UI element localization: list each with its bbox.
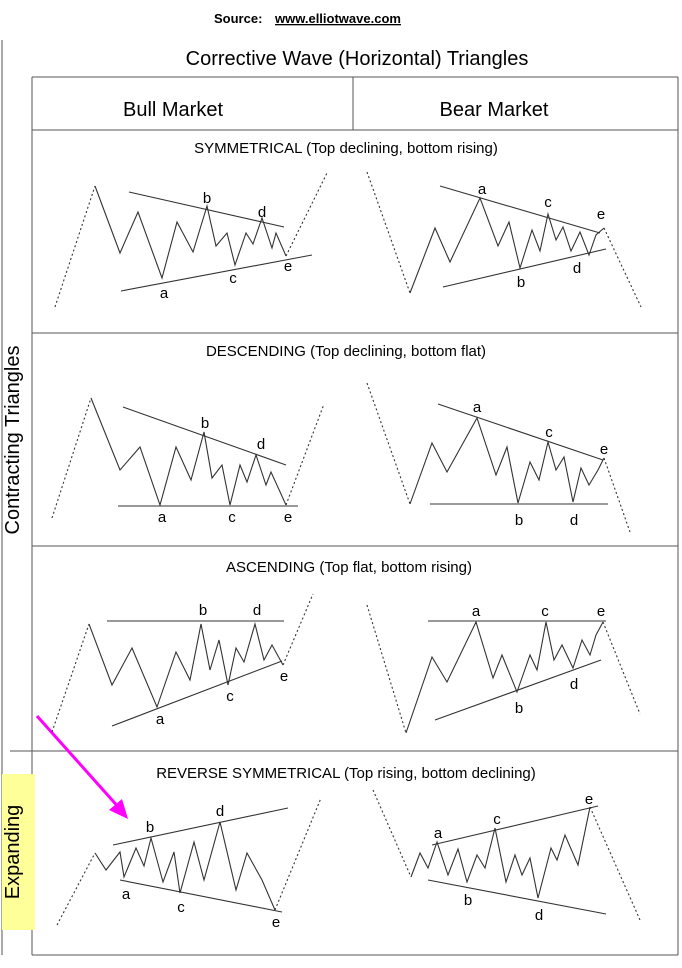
- panel-title-symmetrical: SYMMETRICAL (Top declining, bottom risin…: [194, 140, 498, 157]
- wave-label-d: d: [570, 676, 578, 693]
- wave-label-e: e: [284, 258, 292, 275]
- panel-title-ascending: ASCENDING (Top flat, bottom rising): [226, 559, 472, 576]
- wave-label-c: c: [226, 688, 234, 705]
- bull-reverse-symmetrical-chart: a b c d e: [56, 797, 322, 931]
- wave-label-d: d: [253, 602, 261, 619]
- bull-ascending-chart: a b c d e: [51, 593, 314, 733]
- wave-label-b: b: [515, 512, 523, 529]
- bear-reverse-symmetrical-chart: a b c d e: [372, 789, 641, 924]
- wave-label-c: c: [229, 270, 237, 287]
- wave-label-b: b: [199, 602, 207, 619]
- wave-label-d: d: [258, 204, 266, 221]
- bear-symmetrical-chart: a b c d e: [366, 171, 642, 308]
- bear-ascending-chart: a b c d e: [366, 603, 641, 734]
- arrow-line: [35, 715, 123, 811]
- wave-label-c: c: [541, 603, 549, 620]
- expanding-highlight: [2, 774, 35, 930]
- wave-label-c: c: [177, 899, 185, 916]
- panel-title-descending: DESCENDING (Top declining, bottom flat): [206, 343, 486, 360]
- wave-label-b: b: [464, 892, 472, 909]
- wave-label-a: a: [434, 825, 443, 842]
- panel-title-reverse-symmetrical: REVERSE SYMMETRICAL (Top rising, bottom …: [156, 765, 536, 782]
- wave-label-a: a: [472, 603, 481, 620]
- wave-label-a: a: [122, 886, 131, 903]
- wave-label-d: d: [535, 907, 543, 924]
- wave-label-a: a: [158, 509, 167, 526]
- wave-label-e: e: [284, 509, 292, 526]
- wave-label-e: e: [600, 441, 608, 458]
- source-label: Source:: [214, 11, 262, 26]
- wave-label-e: e: [585, 791, 593, 808]
- grid-lines: [1, 40, 679, 956]
- wave-label-d: d: [570, 512, 578, 529]
- wave-label-d: d: [216, 803, 224, 820]
- source-url-link[interactable]: www.elliotwave.com: [274, 11, 401, 26]
- wave-label-a: a: [160, 285, 169, 302]
- bear-descending-chart: a b c d e: [366, 382, 631, 533]
- bull-symmetrical-chart: a b c d e: [54, 172, 328, 308]
- side-label-contracting: Contracting Triangles: [2, 346, 24, 535]
- arrow-head-icon: [109, 799, 128, 819]
- wave-label-a: a: [156, 711, 165, 728]
- wave-label-e: e: [597, 206, 605, 223]
- wave-label-a: a: [478, 181, 487, 198]
- wave-label-c: c: [493, 811, 501, 828]
- wave-label-c: c: [545, 424, 553, 441]
- bull-descending-chart: a b c d e: [51, 397, 325, 526]
- wave-label-b: b: [203, 190, 211, 207]
- wave-label-b: b: [146, 819, 154, 836]
- column-header-bull: Bull Market: [123, 99, 223, 121]
- wave-label-a: a: [473, 399, 482, 416]
- page-title: Corrective Wave (Horizontal) Triangles: [186, 48, 529, 70]
- wave-label-b: b: [515, 700, 523, 717]
- wave-label-e: e: [272, 914, 280, 931]
- wave-label-c: c: [544, 194, 552, 211]
- wave-label-d: d: [257, 436, 265, 453]
- wave-label-d: d: [573, 260, 581, 277]
- wave-label-e: e: [597, 603, 605, 620]
- wave-label-e: e: [280, 668, 288, 685]
- wave-label-b: b: [517, 274, 525, 291]
- side-label-expanding: Expanding: [2, 805, 24, 900]
- column-header-bear: Bear Market: [440, 99, 549, 121]
- wave-label-b: b: [201, 415, 209, 432]
- wave-label-c: c: [228, 509, 236, 526]
